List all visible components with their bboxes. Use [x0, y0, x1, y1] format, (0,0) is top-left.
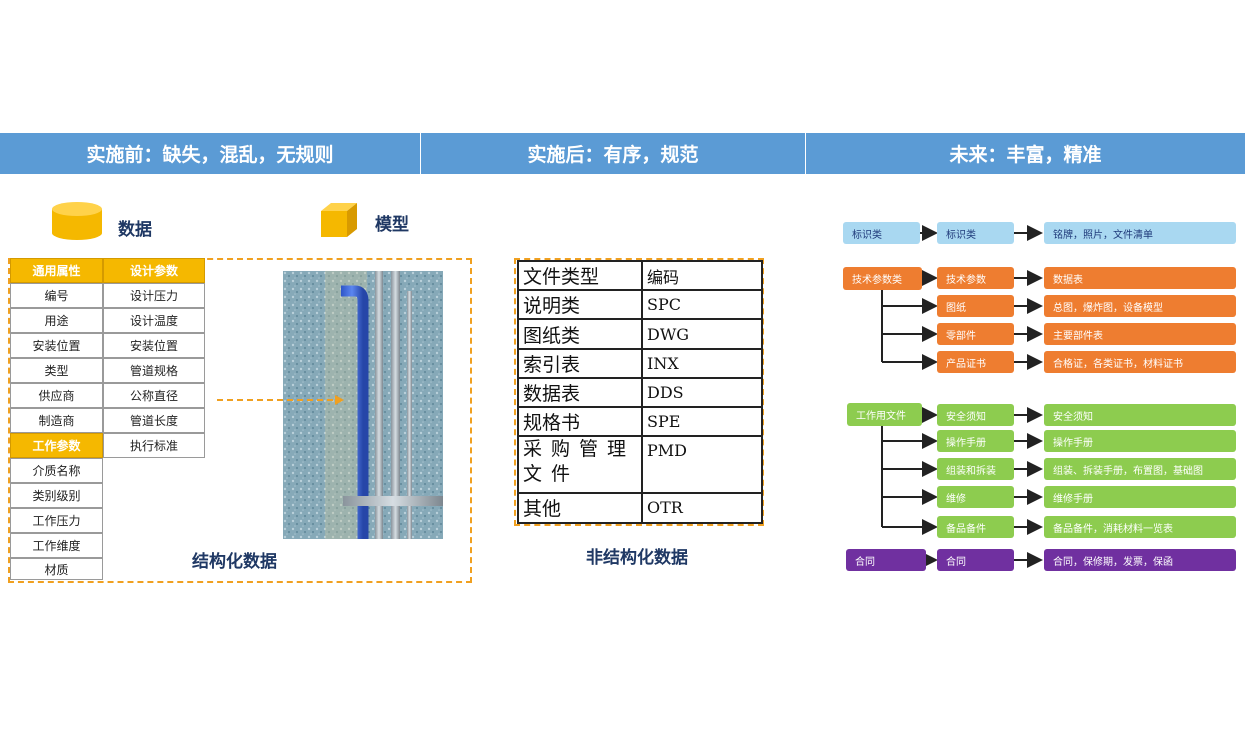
flow-target-node: 组装、拆装手册，布置图，基础图 — [1044, 458, 1236, 480]
table-cell: 设计温度 — [103, 308, 205, 333]
table-cell: 安装位置 — [103, 333, 205, 358]
file-code-cell: 编码 — [641, 259, 763, 292]
header-future: 未来：丰富，精准 — [806, 133, 1245, 174]
flow-source-tech: 技术参数类 — [843, 267, 922, 290]
flow-source-marker: 标识类 — [843, 222, 920, 244]
flow-mid-node: 图纸 — [937, 295, 1014, 317]
structured-data-box — [8, 258, 472, 583]
model-legend-label: 模型 — [375, 215, 409, 235]
table-cell: 工作维度 — [10, 533, 103, 558]
flow-mid-node: 备品备件 — [937, 516, 1014, 538]
header-before: 实施前：缺失，混乱，无规则 — [0, 133, 420, 174]
file-code-cell: SPC — [641, 289, 763, 321]
flow-target-node: 维修手册 — [1044, 486, 1236, 508]
unstructured-data-caption: 非结构化数据 — [586, 548, 688, 568]
file-type-cell: 说明类 — [517, 289, 643, 321]
flow-mid-node: 技术参数 — [937, 267, 1014, 289]
file-type-cell: 其他 — [517, 491, 643, 525]
file-type-cell: 数据表 — [517, 376, 643, 409]
table-cell: 管道长度 — [103, 408, 205, 433]
file-code-cell: OTR — [641, 491, 763, 525]
flow-target-node: 安全须知 — [1044, 404, 1236, 426]
table-cell: 用途 — [10, 308, 103, 333]
table-cell: 介质名称 — [10, 458, 103, 483]
flow-target-node: 数据表 — [1044, 267, 1236, 289]
table-cell: 执行标准 — [103, 433, 205, 458]
flow-target-node: 合格证，各类证书，材料证书 — [1044, 351, 1236, 373]
flow-source-contract: 合同 — [846, 549, 926, 571]
flow-mid-node: 维修 — [937, 486, 1014, 508]
table-cell: 材质 — [10, 558, 103, 580]
table-cell: 工作压力 — [10, 508, 103, 533]
cube-icon — [321, 203, 357, 237]
file-code-cell: DDS — [641, 376, 763, 409]
file-code-cell: DWG — [641, 318, 763, 350]
database-icon — [52, 202, 102, 240]
flow-mid-node: 操作手册 — [937, 430, 1014, 452]
flow-target-node: 合同，保修期，发票，保函 — [1044, 549, 1236, 571]
file-type-cell: 索引表 — [517, 347, 643, 379]
flow-mid-node: 零部件 — [937, 323, 1014, 345]
flow-mid-node: 组装和拆装 — [937, 458, 1014, 480]
file-type-cell: 图纸类 — [517, 318, 643, 350]
file-code-cell: PMD — [641, 435, 763, 494]
table-header-general: 通用属性 — [10, 258, 103, 283]
table-cell: 安装位置 — [10, 333, 103, 358]
flow-mid-node: 标识类 — [937, 222, 1014, 244]
file-type-cell: 采购管理文件 — [517, 435, 643, 494]
flow-target-node: 备品备件，消耗材料一览表 — [1044, 516, 1236, 538]
file-type-cell: 规格书 — [517, 406, 643, 438]
table-cell: 制造商 — [10, 408, 103, 433]
table-cell: 管道规格 — [103, 358, 205, 383]
header-after: 实施后：有序，规范 — [421, 133, 805, 174]
flow-mid-node: 合同 — [937, 549, 1014, 571]
table-header-design: 设计参数 — [103, 258, 205, 283]
table-cell: 公称直径 — [103, 383, 205, 408]
flow-target-node: 总图，爆炸图，设备模型 — [1044, 295, 1236, 317]
table-cell: 设计压力 — [103, 283, 205, 308]
file-type-cell: 文件类型 — [517, 259, 643, 292]
model-connector-arrow — [217, 395, 344, 405]
pipe-model-image — [283, 271, 443, 539]
unstructured-data-box — [514, 258, 764, 526]
flow-source-work: 工作用文件 — [847, 403, 922, 426]
flow-target-node: 铭牌，照片，文件清单 — [1044, 222, 1236, 244]
structured-data-caption: 结构化数据 — [192, 552, 277, 572]
table-cell: 编号 — [10, 283, 103, 308]
table-cell: 类别级别 — [10, 483, 103, 508]
flow-target-node: 主要部件表 — [1044, 323, 1236, 345]
flow-mid-node: 安全须知 — [937, 404, 1014, 426]
table-cell: 类型 — [10, 358, 103, 383]
table-header-work-params: 工作参数 — [10, 433, 103, 458]
file-code-cell: SPE — [641, 406, 763, 438]
file-code-cell: INX — [641, 347, 763, 379]
flow-mid-node: 产品证书 — [937, 351, 1014, 373]
flow-target-node: 操作手册 — [1044, 430, 1236, 452]
data-legend-label: 数据 — [118, 220, 152, 240]
table-cell: 供应商 — [10, 383, 103, 408]
